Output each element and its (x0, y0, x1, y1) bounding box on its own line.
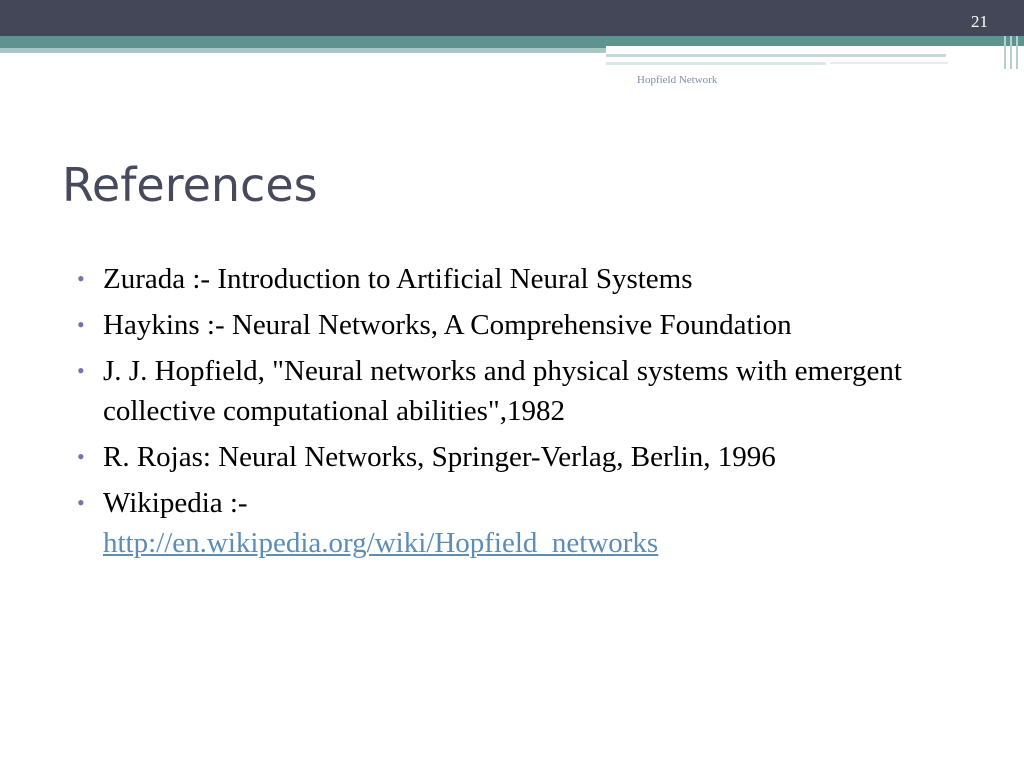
references-list: • Zurada :- Introduction to Artificial N… (77, 259, 957, 569)
bullet-icon: • (77, 490, 85, 515)
slide-number: 21 (971, 12, 988, 31)
bullet-icon: • (77, 312, 85, 337)
reference-text: Wikipedia :- (103, 487, 248, 519)
list-item: • Wikipedia :- http://en.wikipedia.org/w… (77, 483, 957, 563)
reference-text: J. J. Hopfield, "Neural networks and phy… (103, 355, 902, 427)
slide-header: Hopfield Network (637, 74, 718, 86)
top-bar (0, 0, 1024, 36)
list-item: • Haykins :- Neural Networks, A Comprehe… (77, 305, 957, 345)
decorative-stripe (1004, 36, 1006, 69)
bullet-icon: • (77, 444, 85, 469)
decorative-line (606, 62, 826, 65)
list-item: • Zurada :- Introduction to Artificial N… (77, 259, 957, 299)
reference-text: Haykins :- Neural Networks, A Comprehens… (103, 309, 792, 341)
decorative-stripe (1010, 36, 1012, 69)
decorative-line (606, 54, 946, 57)
wikipedia-link[interactable]: http://en.wikipedia.org/wiki/Hopfield_ne… (103, 527, 659, 559)
bullet-icon: • (77, 358, 85, 383)
teal-band-light (0, 48, 606, 53)
decorative-stripe (1016, 36, 1018, 69)
slide-title: References (62, 158, 318, 212)
list-item: • J. J. Hopfield, "Neural networks and p… (77, 351, 957, 431)
list-item: • R. Rojas: Neural Networks, Springer-Ve… (77, 437, 957, 477)
bullet-icon: • (77, 266, 85, 291)
reference-text: R. Rojas: Neural Networks, Springer-Verl… (103, 441, 776, 473)
teal-band (0, 36, 1024, 48)
decorative-block (606, 46, 1024, 69)
reference-text: Zurada :- Introduction to Artificial Neu… (103, 263, 693, 295)
decorative-line (830, 62, 948, 64)
